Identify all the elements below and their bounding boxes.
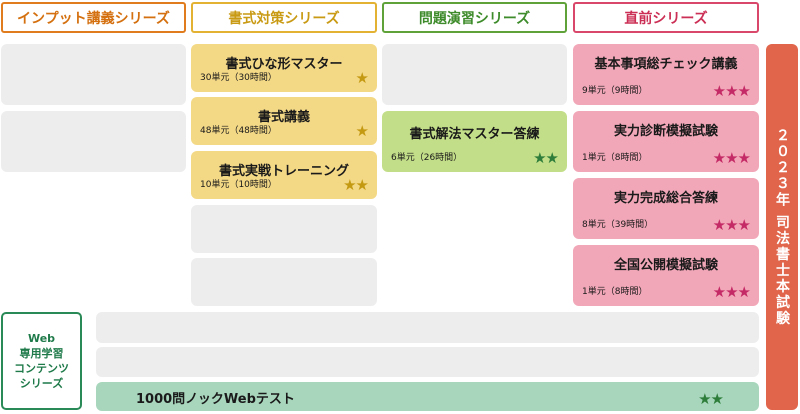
course-card[interactable]: 全国公開模擬試験 1単元（8時間） ★★★	[573, 245, 759, 306]
empty-slot	[1, 111, 186, 172]
star-icon: ★★★	[712, 149, 751, 167]
course-title: 実力完成総合答練	[613, 191, 718, 206]
course-card[interactable]: 書式実戦トレーニング 10単元（10時間） ★★	[191, 151, 377, 199]
course-units: 48単元（48時間）	[200, 126, 277, 136]
course-units: 30単元（30時間）	[200, 73, 277, 83]
course-units: 6単元（26時間）	[391, 153, 463, 163]
empty-slot	[382, 44, 567, 105]
course-card[interactable]: 実力完成総合答練 8単元（39時間） ★★★	[573, 178, 759, 239]
star-icon: ★	[355, 122, 369, 140]
course-title: 実力診断模擬試験	[613, 124, 718, 139]
course-title: 基本事項総チェック講義	[594, 57, 738, 72]
star-icon: ★★	[343, 176, 369, 194]
star-icon: ★★★	[712, 82, 751, 100]
course-units: 9単元（9時間）	[582, 86, 648, 96]
course-title: 1000問ノックWebテスト	[136, 392, 295, 407]
empty-slot	[1, 44, 186, 105]
empty-slot	[191, 258, 377, 306]
course-card[interactable]: 実力診断模擬試験 1単元（8時間） ★★★	[573, 111, 759, 172]
course-title: 書式ひな形マスター	[225, 57, 343, 72]
course-card[interactable]: 書式ひな形マスター 30単元（30時間） ★	[191, 44, 377, 92]
course-title: 書式講義	[257, 110, 310, 125]
header-shoshiki-series: 書式対策シリーズ	[191, 2, 377, 33]
course-title: 書式実戦トレーニング	[218, 164, 349, 179]
exam-side-banner: ２０２３年 司法書士本試験	[766, 44, 798, 410]
course-title: 書式解法マスター答練	[409, 127, 540, 142]
exam-side-label: ２０２３年 司法書士本試験	[774, 127, 790, 327]
star-icon: ★★	[698, 390, 724, 408]
header-input-series: インプット講義シリーズ	[1, 2, 186, 33]
course-units: 1単元（8時間）	[582, 153, 648, 163]
star-icon: ★★★	[712, 283, 751, 301]
star-icon: ★	[355, 69, 369, 87]
header-mondai-series: 問題演習シリーズ	[382, 2, 567, 33]
course-card[interactable]: 書式解法マスター答練 6単元（26時間） ★★	[382, 111, 567, 172]
web-series-label: Web 専用学習 コンテンツ シリーズ	[1, 312, 82, 410]
course-title: 全国公開模擬試験	[613, 258, 718, 273]
course-units: 8単元（39時間）	[582, 220, 654, 230]
course-units: 10単元（10時間）	[200, 180, 277, 190]
star-icon: ★★★	[712, 216, 751, 234]
header-chokuzen-series: 直前シリーズ	[573, 2, 759, 33]
course-card[interactable]: 書式講義 48単元（48時間） ★	[191, 97, 377, 145]
star-icon: ★★	[533, 149, 559, 167]
web-series-label-text: Web 専用学習 コンテンツ シリーズ	[14, 332, 69, 390]
course-card[interactable]: 1000問ノックWebテスト ★★	[96, 382, 759, 411]
empty-slot	[191, 205, 377, 253]
empty-slot	[96, 312, 759, 343]
empty-slot	[96, 347, 759, 377]
course-units: 1単元（8時間）	[582, 287, 648, 297]
course-card[interactable]: 基本事項総チェック講義 9単元（9時間） ★★★	[573, 44, 759, 105]
